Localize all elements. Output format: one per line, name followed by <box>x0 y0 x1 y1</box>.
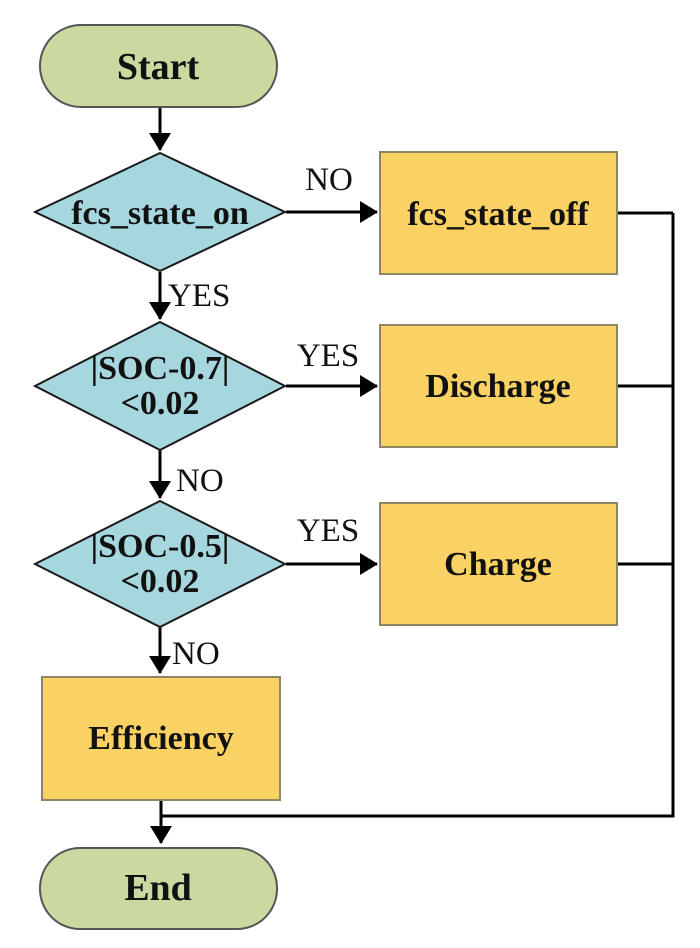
process-discharge <box>379 324 618 448</box>
edge-label-soc05-no: NO <box>172 636 220 672</box>
process-fcs-state-off <box>379 151 618 275</box>
end-node <box>39 847 278 930</box>
start-node <box>39 24 278 108</box>
edge-label-soc05-yes: YES <box>297 513 359 549</box>
process-fcs-state-off-label: fcs_state_off <box>407 196 589 233</box>
decision-fcs-state-on-label: fcs_state_on <box>71 195 249 232</box>
process-charge-label: Charge <box>444 546 552 583</box>
decision-soc-05-label-line1: |SOC-0.5| <box>91 528 230 565</box>
process-efficiency <box>41 676 281 801</box>
decision-soc-05-label-line2: <0.02 <box>121 563 200 600</box>
process-charge <box>379 502 618 626</box>
start-node-label: Start <box>117 46 200 88</box>
process-discharge-label: Discharge <box>425 368 570 405</box>
return-rail-line <box>161 213 675 818</box>
decision-soc-07 <box>32 320 288 452</box>
edge-label-fcs-no: NO <box>305 162 353 198</box>
process-efficiency-label: Efficiency <box>88 720 233 757</box>
decision-soc-07-label-line2: <0.02 <box>121 385 200 422</box>
end-node-label: End <box>124 867 192 909</box>
decision-fcs-state-on <box>32 151 288 273</box>
edge-label-soc07-no: NO <box>176 463 224 499</box>
edge-label-fcs-yes: YES <box>168 278 230 314</box>
decision-soc-07-label-line1: |SOC-0.7| <box>91 350 230 387</box>
edge-label-soc07-yes: YES <box>297 338 359 374</box>
decision-soc-05 <box>32 499 288 629</box>
